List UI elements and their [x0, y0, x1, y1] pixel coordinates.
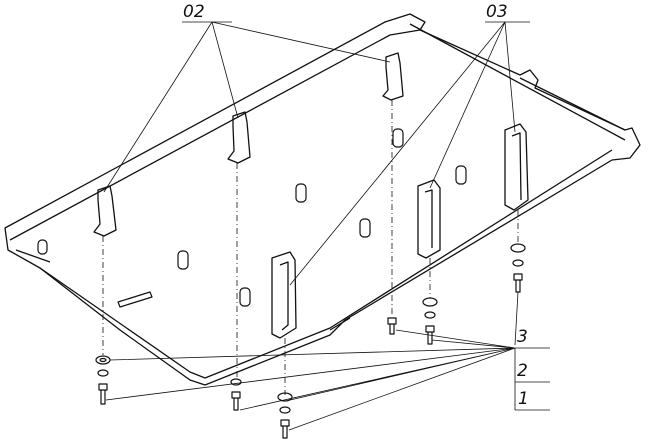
skid-plate-outline [4, 13, 641, 386]
axis-lines [102, 100, 519, 395]
plate-slots [37, 128, 467, 308]
callout-item-2: 2 [517, 361, 528, 381]
callout-02: 02 [183, 2, 205, 22]
callout-item-3: 3 [517, 327, 528, 347]
brackets-02 [93, 52, 404, 237]
plate-flange [329, 23, 626, 331]
fasteners [95, 243, 526, 439]
callout-item-1: 1 [518, 389, 529, 409]
plate-bend-line [9, 29, 613, 379]
brackets-03 [271, 123, 529, 339]
leader-lines [103, 21, 550, 431]
callout-03: 03 [486, 2, 508, 22]
